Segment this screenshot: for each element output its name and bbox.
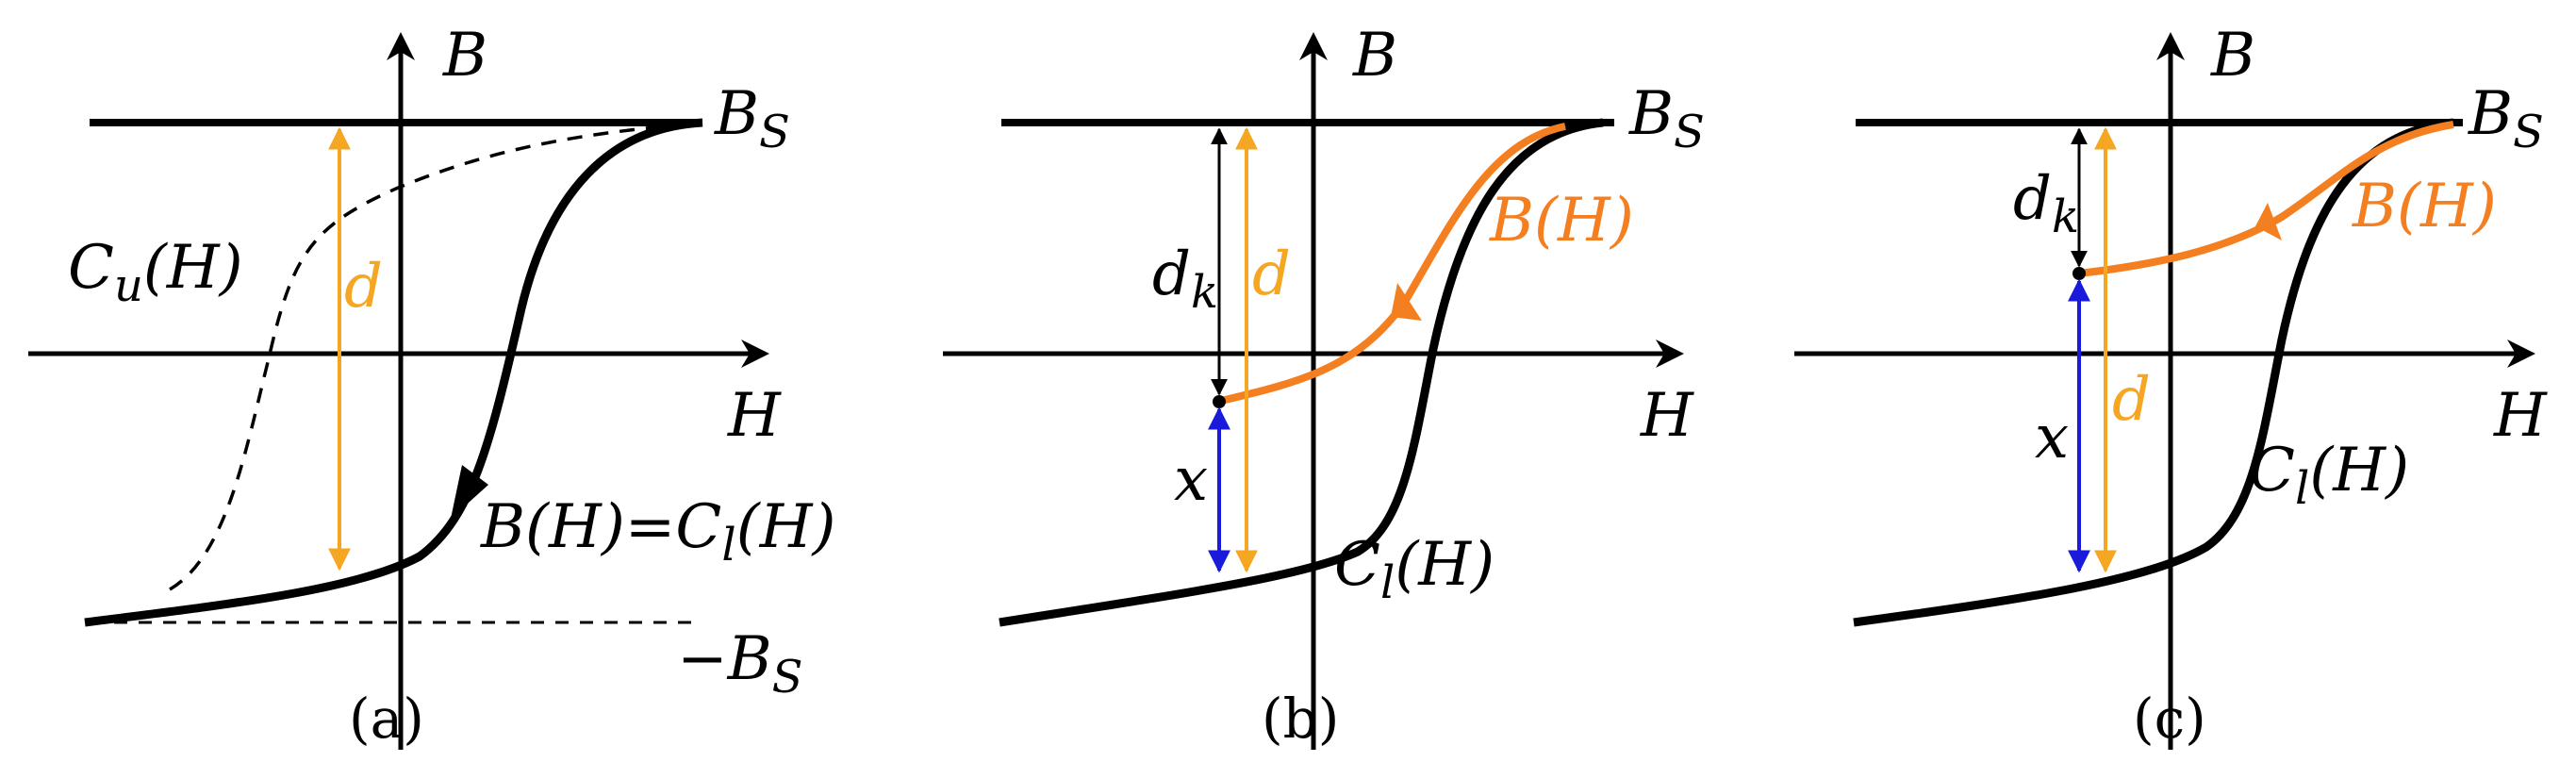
dk-label: dk xyxy=(2013,164,2079,243)
bs-label: BS xyxy=(1628,79,1705,158)
axis-b-label: B xyxy=(1352,21,1397,91)
trajectory-arrowhead xyxy=(2255,203,2282,240)
bh-label: B(H) xyxy=(2352,172,2497,241)
bs-label: BS xyxy=(2468,79,2544,158)
axis-b-label: B xyxy=(442,21,487,91)
state-point xyxy=(1213,395,1226,408)
trajectory-label: B(H)=Cl(H) xyxy=(480,492,835,572)
axis-h-label: H xyxy=(2493,381,2548,451)
d-label: d xyxy=(344,252,383,322)
lower-curve-cl xyxy=(999,118,1604,627)
trajectory-arrowhead xyxy=(451,465,488,519)
caption-c: (c) xyxy=(2133,687,2206,751)
caption-a: (a) xyxy=(349,687,424,751)
d-label: d xyxy=(1252,240,1291,309)
d-label: d xyxy=(2112,365,2151,435)
panel-a: B H BS −BS Cu(H) d B(H)=Cl(H) (a) xyxy=(28,21,835,751)
cl-label: Cl(H) xyxy=(1334,530,1494,609)
dk-label: dk xyxy=(1152,240,1218,319)
lower-curve-cl xyxy=(1853,118,2454,627)
bs-label: BS xyxy=(714,79,790,158)
neg-bs-label: −BS xyxy=(677,624,803,704)
panel-c: B H BS dk d x B(H) Cl(H) (c) xyxy=(1794,21,2548,751)
x-label: x xyxy=(1174,445,1208,515)
caption-b: (b) xyxy=(1262,687,1339,751)
panel-b: B H BS dk d x B(H) Cl(H) (b) xyxy=(943,21,1705,751)
trajectory-arrowhead xyxy=(1391,283,1422,321)
cu-label: Cu(H) xyxy=(68,233,243,312)
axis-b-label: B xyxy=(2210,21,2255,91)
cl-label: Cl(H) xyxy=(2249,436,2409,515)
trajectory-bh xyxy=(2078,121,2454,277)
bh-label: B(H) xyxy=(1489,186,1634,256)
axis-h-label: H xyxy=(1640,381,1694,451)
upper-curve-cu xyxy=(169,121,703,591)
state-point xyxy=(2072,267,2086,280)
axis-h-label: H xyxy=(727,381,782,451)
x-label: x xyxy=(2035,403,2069,472)
